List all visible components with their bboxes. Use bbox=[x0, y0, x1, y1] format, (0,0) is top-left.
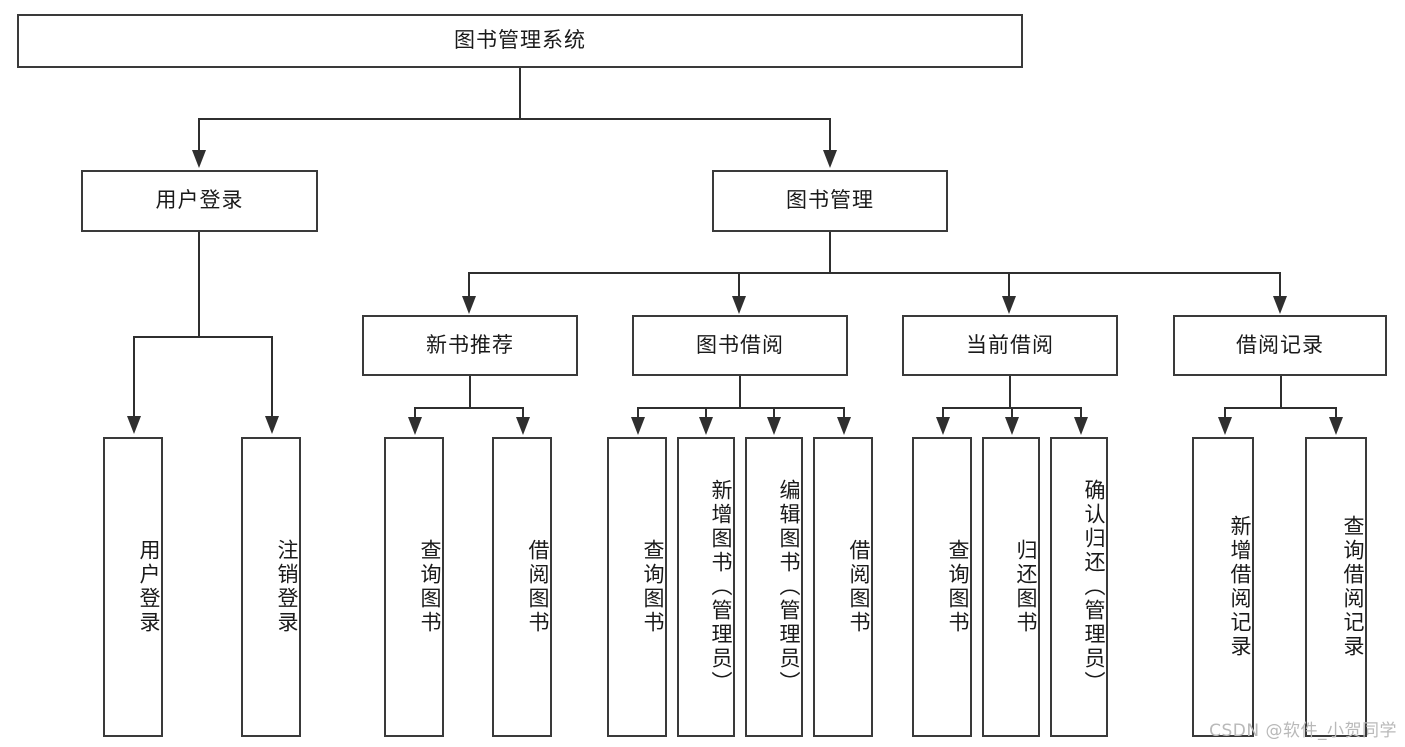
leaf-return-book[interactable]: 归还图书 bbox=[982, 437, 1040, 737]
connector-book-borrow-drop-2 bbox=[705, 407, 707, 421]
node-user-login[interactable]: 用户登录 bbox=[81, 170, 318, 232]
arrow-to-leaf-confirm-return bbox=[1074, 417, 1088, 435]
leaf-edit-book-admin[interactable]: 编辑图书（管理员） bbox=[745, 437, 803, 737]
node-label: 图书管理 bbox=[786, 188, 874, 213]
arrow-to-leaf-user-login bbox=[127, 416, 141, 434]
node-label: 查询图书 bbox=[641, 539, 665, 635]
connector-level3-bus bbox=[468, 272, 1280, 274]
node-label: 注销登录 bbox=[275, 539, 299, 635]
leaf-add-book-admin[interactable]: 新增图书（管理员） bbox=[677, 437, 735, 737]
leaf-query-book-new-recommend[interactable]: 查询图书 bbox=[384, 437, 444, 737]
leaf-query-book-borrow[interactable]: 查询图书 bbox=[607, 437, 667, 737]
arrow-to-leaf-query-record bbox=[1329, 417, 1343, 435]
leaf-query-book-current[interactable]: 查询图书 bbox=[912, 437, 972, 737]
connector-level3-drop-new-book bbox=[468, 272, 470, 300]
connector-book-management-stem bbox=[829, 232, 831, 272]
connector-level2-bus bbox=[198, 118, 830, 120]
connector-current-borrow-stem bbox=[1009, 376, 1011, 407]
node-label: 借阅记录 bbox=[1236, 332, 1324, 357]
arrow-to-leaf-add-book bbox=[699, 417, 713, 435]
node-label: 图书管理系统 bbox=[454, 28, 586, 53]
node-label: 新增借阅记录 bbox=[1228, 515, 1252, 659]
connector-user-login-drop-2 bbox=[271, 336, 273, 420]
arrow-to-leaf-query-book-nb bbox=[408, 417, 422, 435]
node-label: 当前借阅 bbox=[966, 332, 1054, 357]
connector-level3-drop-current-borrow bbox=[1008, 272, 1010, 300]
arrow-to-current-borrow bbox=[1002, 296, 1016, 314]
leaf-query-borrow-record[interactable]: 查询借阅记录 bbox=[1305, 437, 1367, 737]
arrow-to-user-login bbox=[192, 150, 206, 168]
node-label: 查询图书 bbox=[946, 539, 970, 635]
connector-level2-drop-book-management bbox=[829, 118, 831, 154]
connector-new-book-drop-1 bbox=[414, 407, 416, 421]
arrow-to-leaf-borrow-book-bb bbox=[837, 417, 851, 435]
arrow-to-book-borrow bbox=[732, 296, 746, 314]
node-label: 查询借阅记录 bbox=[1341, 515, 1365, 659]
connector-book-borrow-drop-4 bbox=[843, 407, 845, 421]
connector-borrow-record-stem bbox=[1280, 376, 1282, 407]
arrow-to-borrow-record bbox=[1273, 296, 1287, 314]
leaf-confirm-return-admin[interactable]: 确认归还（管理员） bbox=[1050, 437, 1108, 737]
node-label: 确认归还（管理员） bbox=[1082, 479, 1106, 695]
connector-root-stem bbox=[519, 68, 521, 118]
connector-new-book-bus bbox=[414, 407, 524, 409]
node-label: 借阅图书 bbox=[526, 539, 550, 635]
node-new-book-recommend[interactable]: 新书推荐 bbox=[362, 315, 578, 376]
arrow-to-leaf-logout bbox=[265, 416, 279, 434]
leaf-add-borrow-record[interactable]: 新增借阅记录 bbox=[1192, 437, 1254, 737]
leaf-borrow-book-new-recommend[interactable]: 借阅图书 bbox=[492, 437, 552, 737]
node-book-borrow[interactable]: 图书借阅 bbox=[632, 315, 848, 376]
connector-current-borrow-drop-1 bbox=[942, 407, 944, 421]
connector-current-borrow-drop-2 bbox=[1011, 407, 1013, 421]
node-label: 新增图书（管理员） bbox=[709, 479, 733, 695]
node-label: 用户登录 bbox=[137, 539, 161, 635]
node-book-management[interactable]: 图书管理 bbox=[712, 170, 948, 232]
connector-book-borrow-stem bbox=[739, 376, 741, 407]
connector-user-login-stem bbox=[198, 232, 200, 336]
connector-level3-drop-book-borrow bbox=[738, 272, 740, 300]
node-root-book-management-system[interactable]: 图书管理系统 bbox=[17, 14, 1023, 68]
node-label: 编辑图书（管理员） bbox=[777, 479, 801, 695]
connector-borrow-record-drop-2 bbox=[1335, 407, 1337, 421]
connector-book-borrow-drop-3 bbox=[773, 407, 775, 421]
connector-new-book-drop-2 bbox=[522, 407, 524, 421]
arrow-to-leaf-query-book-cb bbox=[936, 417, 950, 435]
connector-borrow-record-bus bbox=[1224, 407, 1337, 409]
arrow-to-leaf-add-record bbox=[1218, 417, 1232, 435]
node-label: 查询图书 bbox=[418, 539, 442, 635]
arrow-to-leaf-query-book-bb bbox=[631, 417, 645, 435]
node-label: 用户登录 bbox=[155, 188, 244, 213]
leaf-logout[interactable]: 注销登录 bbox=[241, 437, 301, 737]
arrow-to-leaf-borrow-book-nb bbox=[516, 417, 530, 435]
arrow-to-leaf-return-book bbox=[1005, 417, 1019, 435]
connector-user-login-drop-1 bbox=[133, 336, 135, 420]
node-label: 图书借阅 bbox=[696, 332, 784, 357]
node-label: 借阅图书 bbox=[847, 539, 871, 635]
connector-book-borrow-bus bbox=[637, 407, 845, 409]
node-label: 归还图书 bbox=[1014, 539, 1038, 635]
connector-level2-drop-user-login bbox=[198, 118, 200, 154]
arrow-to-book-management bbox=[823, 150, 837, 168]
watermark-text: CSDN @软件_小贺同学 bbox=[1209, 721, 1397, 741]
leaf-borrow-book-borrow[interactable]: 借阅图书 bbox=[813, 437, 873, 737]
arrow-to-new-book-recommend bbox=[462, 296, 476, 314]
connector-book-borrow-drop-1 bbox=[637, 407, 639, 421]
connector-user-login-bus bbox=[133, 336, 272, 338]
node-current-borrow[interactable]: 当前借阅 bbox=[902, 315, 1118, 376]
node-borrow-record[interactable]: 借阅记录 bbox=[1173, 315, 1387, 376]
connector-new-book-stem bbox=[469, 376, 471, 407]
connector-borrow-record-drop-1 bbox=[1224, 407, 1226, 421]
node-label: 新书推荐 bbox=[426, 332, 514, 357]
connector-level3-drop-borrow-record bbox=[1279, 272, 1281, 300]
connector-current-borrow-drop-3 bbox=[1080, 407, 1082, 421]
leaf-user-login[interactable]: 用户登录 bbox=[103, 437, 163, 737]
arrow-to-leaf-edit-book bbox=[767, 417, 781, 435]
